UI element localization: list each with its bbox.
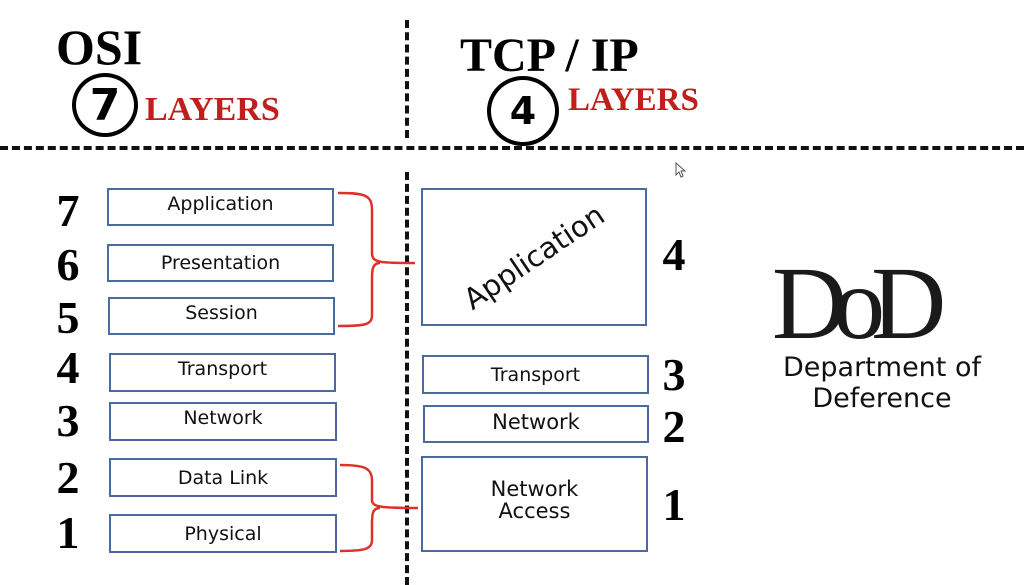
- osi-layer-number: 1: [56, 507, 80, 558]
- bracket-lower-layers: [339, 463, 419, 553]
- osi-layer-number: 7: [56, 185, 80, 236]
- bracket-upper-layers: [337, 191, 416, 328]
- osi-layer-name: Transport: [177, 358, 268, 380]
- osi-layer-number: 3: [56, 395, 80, 446]
- osi-layer-number: 2: [56, 452, 80, 503]
- horizontal-divider: [0, 146, 1024, 150]
- tcpip-layer-number: 1: [662, 479, 686, 530]
- tcpip-layer-number: 4: [662, 229, 686, 280]
- dod-logo: DoD: [772, 246, 946, 361]
- osi-layer-session: Session: [108, 297, 335, 335]
- osi-layer-number: 6: [56, 239, 80, 290]
- vertical-divider-bottom: [405, 172, 409, 585]
- osi-layer-number: 5: [56, 292, 80, 343]
- dod-caption: Department of Deference: [762, 352, 1002, 414]
- osi-count-circle: 7: [72, 73, 138, 137]
- tcpip-layer-number: 3: [662, 349, 686, 400]
- osi-layer-network: Network: [109, 402, 337, 441]
- vertical-divider-top: [405, 20, 409, 138]
- osi-layer-application: Application: [107, 188, 334, 226]
- tcpip-layer-transport: Transport: [422, 355, 649, 394]
- tcpip-layer-name: Network Access: [490, 477, 579, 524]
- osi-count: 7: [89, 79, 121, 131]
- osi-layer-physical: Physical: [109, 514, 337, 553]
- osi-layers-label: LAYERS: [145, 91, 280, 128]
- osi-layer-name: Network: [183, 407, 263, 429]
- mapping-brackets: [337, 191, 419, 553]
- osi-layer-data-link: Data Link: [109, 458, 337, 497]
- osi-layer-transport: Transport: [109, 353, 336, 392]
- dod-caption-line1: Department of: [783, 352, 981, 383]
- osi-layer-name: Presentation: [160, 252, 281, 274]
- tcpip-layer-network: Network: [423, 405, 649, 443]
- tcpip-title: TCP / IP: [460, 29, 639, 82]
- tcpip-layers-label: LAYERS: [568, 82, 699, 118]
- osi-layer-number: 4: [56, 342, 80, 393]
- tcpip-count: 4: [509, 89, 537, 133]
- tcpip-count-circle: 4: [487, 76, 559, 146]
- tcpip-layer-name: Transport: [490, 363, 581, 386]
- tcpip-layer-name: Network: [492, 410, 580, 434]
- osi-layer-presentation: Presentation: [107, 244, 334, 282]
- tcpip-layer-application: Application: [421, 188, 647, 326]
- osi-layer-name: Data Link: [177, 466, 269, 489]
- tcpip-layer-number: 2: [662, 401, 686, 452]
- osi-layer-name: Physical: [184, 522, 262, 545]
- tcpip-layer-name: Application: [457, 197, 611, 317]
- dod-caption-line2: Deference: [812, 383, 952, 415]
- mouse-cursor-icon: [675, 162, 687, 178]
- osi-title: OSI: [56, 19, 143, 75]
- osi-layer-name: Session: [185, 302, 258, 324]
- osi-layer-name: Application: [167, 193, 274, 215]
- tcpip-layer-network-access: Network Access: [421, 456, 648, 552]
